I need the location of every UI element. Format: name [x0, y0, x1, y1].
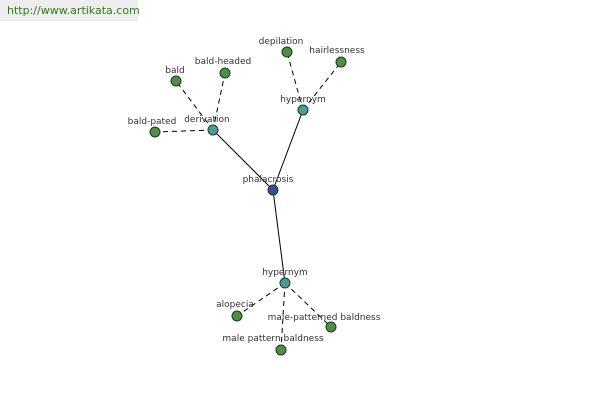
edge-root-derivation — [212, 129, 274, 191]
node-phalacrosis[interactable] — [267, 184, 279, 196]
nodes — [149, 46, 347, 356]
edge-root-hypernym-bottom — [272, 189, 286, 284]
node-male-patterned-baldness[interactable] — [325, 321, 337, 333]
edge-derivation-bald-headed — [212, 72, 226, 131]
node-bald-headed[interactable] — [219, 67, 231, 79]
node-male-pattern-baldness[interactable] — [275, 344, 287, 356]
node-hypernym-top[interactable] — [297, 104, 309, 116]
edge-derivation-bald — [175, 80, 214, 131]
node-depilation[interactable] — [281, 46, 293, 58]
node-hairlessness[interactable] — [335, 56, 347, 68]
node-bald-pated[interactable] — [149, 126, 161, 138]
label-derivation: derivation — [184, 115, 230, 125]
label-phalacrosis: phalacrosis — [243, 175, 294, 185]
source-url-banner[interactable]: http://www.artikata.com — [0, 0, 140, 21]
label-alopecia: alopecia — [216, 300, 254, 310]
label-hypernym-top: hypernym — [280, 95, 326, 105]
node-bald[interactable] — [170, 75, 182, 87]
edge-hypernym-alopecia — [236, 282, 286, 317]
edge-root-hypernym-top — [272, 109, 304, 191]
edge-hypernym-depilation — [286, 51, 304, 111]
edge-hypernym-male-patterned-baldness — [284, 282, 332, 328]
label-male-patterned-baldness: male-patterned baldness — [268, 313, 381, 323]
edge-hypernym-hairlessness — [302, 61, 342, 111]
label-male-pattern-baldness: male pattern baldness — [222, 334, 323, 344]
edge-hypernym-male-pattern-baldness — [280, 282, 286, 351]
label-bald: bald — [165, 66, 184, 76]
edges — [154, 51, 342, 351]
label-bald-headed: bald-headed — [195, 57, 251, 67]
node-derivation[interactable] — [207, 124, 219, 136]
label-depilation: depilation — [259, 37, 304, 47]
label-hairlessness: hairlessness — [309, 46, 365, 56]
node-alopecia[interactable] — [231, 310, 243, 322]
label-hypernym-bottom: hypernym — [262, 268, 308, 278]
node-hypernym-bottom[interactable] — [279, 277, 291, 289]
edge-derivation-bald-pated — [154, 129, 214, 133]
label-bald-pated: bald-pated — [128, 117, 177, 127]
labels: phalacrosis derivation hypernym hypernym… — [128, 37, 381, 344]
